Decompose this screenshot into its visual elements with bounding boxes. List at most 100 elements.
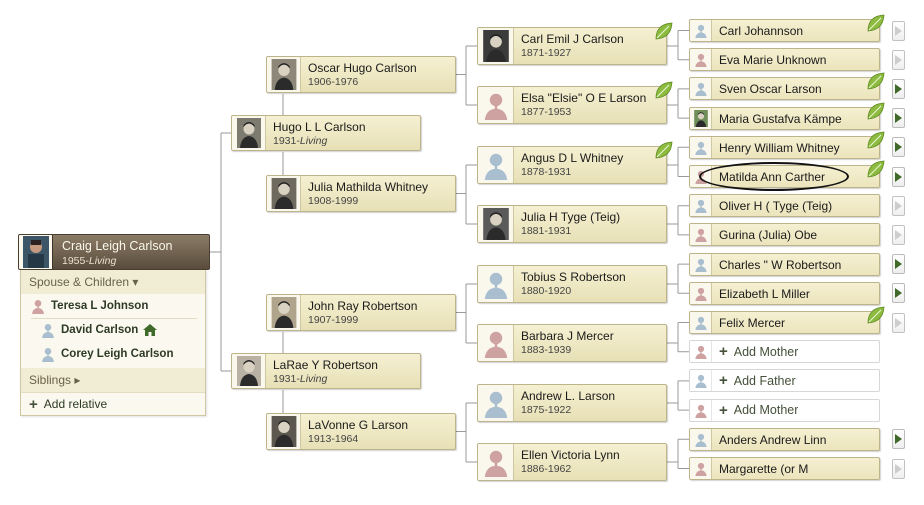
male-silhouette-icon — [478, 385, 514, 421]
gen3-card-3[interactable]: Julia H Tyge (Teig)1881-1931 — [477, 205, 667, 243]
gen4-card-1[interactable]: Eva Marie Unknown — [689, 48, 880, 72]
plus-icon: + — [719, 343, 728, 361]
hint-leaf-icon[interactable] — [654, 21, 674, 41]
expand-arrow-disabled-icon[interactable] — [892, 195, 905, 216]
card-text: + Add Mother — [719, 341, 875, 362]
expand-arrow-icon[interactable] — [892, 137, 905, 158]
expand-arrow-icon[interactable] — [892, 78, 905, 99]
gen4-card-6[interactable]: Oliver H ( Tyge (Teig) — [689, 194, 880, 218]
connector-line — [210, 132, 231, 372]
hint-leaf-icon[interactable] — [654, 140, 674, 160]
gen4-card-9[interactable]: Elizabeth L Miller — [689, 281, 880, 305]
child-row-david[interactable]: David Carlson — [21, 318, 205, 342]
person-name: Felix Mercer — [719, 316, 786, 330]
male-silhouette-icon — [690, 195, 712, 217]
focus-photo — [19, 235, 53, 269]
photo-thumbnail — [267, 295, 301, 330]
expand-arrow-icon[interactable] — [892, 254, 905, 275]
hint-leaf-icon[interactable] — [866, 159, 886, 179]
child-row-corey[interactable]: Corey Leigh Carlson — [21, 342, 205, 366]
hint-leaf-icon[interactable] — [866, 101, 886, 121]
spouse-row[interactable]: Teresa L Johnson — [21, 294, 205, 318]
male-silhouette-icon — [690, 253, 712, 275]
person-name: Gurina (Julia) Obe — [719, 228, 818, 243]
gen4-card-2[interactable]: Sven Oscar Larson — [689, 77, 880, 101]
hint-leaf-icon[interactable] — [866, 305, 886, 325]
spouse-children-toggle[interactable]: Spouse & Children ▾ — [21, 270, 205, 294]
expand-arrow-icon[interactable] — [892, 108, 905, 129]
expand-arrow-disabled-icon[interactable] — [892, 49, 905, 70]
connector-line — [667, 322, 689, 353]
card-text: Carl Johannson — [719, 24, 875, 38]
gen4-card-7[interactable]: Gurina (Julia) Obe — [689, 223, 880, 247]
person-name: Add Mother — [733, 344, 799, 359]
add-parent-button[interactable]: +Add Father — [689, 369, 880, 393]
female-silhouette-icon — [478, 87, 514, 123]
person-name: Add Mother — [733, 403, 799, 418]
gen4-card-3[interactable]: Maria Gustafva Kämpe — [689, 106, 880, 130]
hint-leaf-icon[interactable] — [654, 80, 674, 100]
hint-leaf-icon[interactable] — [866, 71, 886, 91]
person-dates: 1881-1931 — [521, 225, 572, 237]
female-silhouette-icon — [690, 282, 712, 304]
expand-arrow-disabled-icon[interactable] — [892, 224, 905, 245]
male-silhouette-icon — [690, 136, 712, 158]
person-name: Maria Gustafva Kämpe — [719, 111, 842, 126]
person-dates: 1871-1927 — [521, 47, 572, 59]
gen4-card-15[interactable]: Margarette (or M — [689, 457, 880, 480]
card-text: Charles " W Robertson — [719, 258, 875, 272]
male-silhouette-icon — [690, 78, 712, 100]
plus-icon: + — [719, 372, 728, 390]
hint-leaf-icon[interactable] — [866, 130, 886, 150]
expand-arrow-icon[interactable] — [892, 283, 905, 304]
gen4-card-5[interactable]: Matilda Ann Carther — [689, 165, 880, 188]
focus-person-card[interactable]: Craig Leigh Carlson 1955-Living — [18, 234, 210, 270]
person-dates: 1906-1976 — [308, 76, 359, 88]
person-name: Oliver H ( Tyge (Teig) — [719, 199, 833, 214]
connector-line — [456, 164, 477, 225]
card-text: Oliver H ( Tyge (Teig) — [719, 199, 875, 213]
card-text: Felix Mercer — [719, 316, 875, 330]
expand-arrow-disabled-icon[interactable] — [892, 312, 905, 333]
male-silhouette-icon — [690, 428, 712, 450]
add-parent-button[interactable]: +Add Mother — [689, 398, 880, 422]
person-name: Anders Andrew Linn — [719, 432, 827, 447]
gen4-card-4[interactable]: Henry William Whitney — [689, 135, 880, 159]
person-name: Matilda Ann Carther — [719, 170, 826, 184]
gen4-card-8[interactable]: Charles " W Robertson — [689, 252, 880, 276]
add-parent-button[interactable]: + Add Mother — [689, 340, 880, 364]
hint-leaf-icon[interactable] — [866, 13, 886, 33]
connector-line — [667, 205, 689, 236]
connector-line — [456, 45, 477, 106]
expand-arrow-icon[interactable] — [892, 429, 905, 450]
person-dates: 1877-1953 — [521, 106, 572, 118]
expand-arrow-disabled-icon[interactable] — [892, 20, 905, 41]
expand-arrow-icon[interactable] — [892, 166, 905, 187]
card-text: +Add Father — [719, 370, 875, 391]
gen4-card-10[interactable]: Felix Mercer — [689, 311, 880, 334]
gen4-card-0[interactable]: Carl Johannson — [689, 19, 880, 42]
focus-name: Craig Leigh Carlson — [62, 239, 173, 253]
gen4-card-14[interactable]: Anders Andrew Linn — [689, 427, 880, 451]
expand-arrow-disabled-icon[interactable] — [892, 458, 905, 479]
siblings-toggle[interactable]: Siblings ▸ — [21, 368, 205, 392]
add-relative-button[interactable]: + Add relative — [29, 395, 108, 413]
